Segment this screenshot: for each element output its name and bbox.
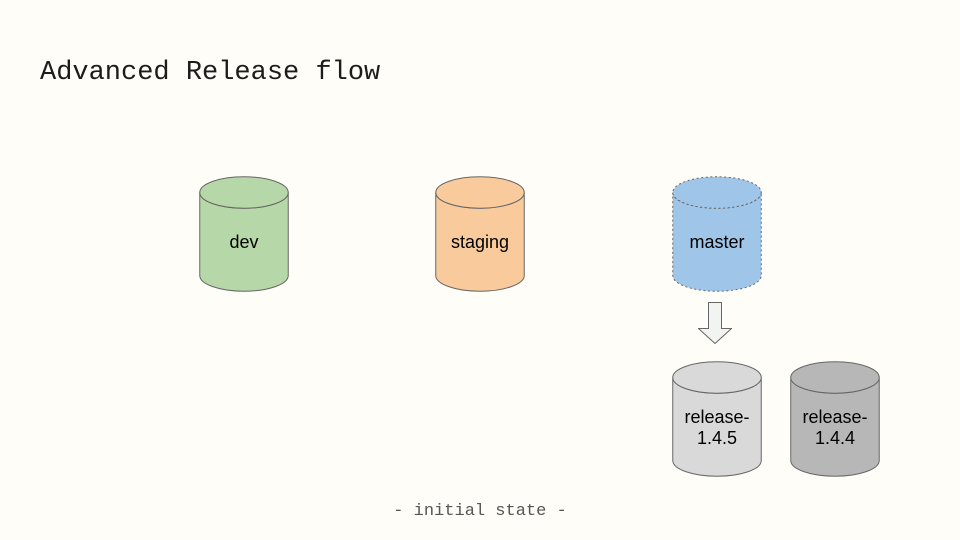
database-cylinder-shape — [199, 176, 289, 292]
cylinder-label-staging: staging — [450, 232, 510, 252]
database-cylinder-shape — [790, 361, 880, 477]
database-cylinder-shape — [672, 361, 762, 477]
cylinder-label-master: master — [689, 232, 745, 252]
cylinder-dev: dev — [199, 176, 289, 292]
cylinder-release-1-4-4: release- 1.4.4 — [790, 361, 880, 477]
cylinder-staging: staging — [435, 176, 525, 292]
cylinder-label-dev: dev — [229, 232, 259, 252]
database-cylinder-shape — [435, 176, 525, 292]
cylinder-release-1-4-5: release- 1.4.5 — [672, 361, 762, 477]
cylinder-master: master — [672, 176, 762, 292]
cylinder-label-release-1-4-5: release- 1.4.5 — [684, 406, 750, 448]
cylinder-label-release-1-4-4: release- 1.4.4 — [802, 406, 868, 448]
database-cylinder-shape-dotted — [672, 176, 762, 292]
down-arrow-icon — [698, 302, 732, 344]
slide-caption: - initial state - — [393, 502, 567, 521]
slide-title: Advanced Release flow — [40, 58, 381, 88]
